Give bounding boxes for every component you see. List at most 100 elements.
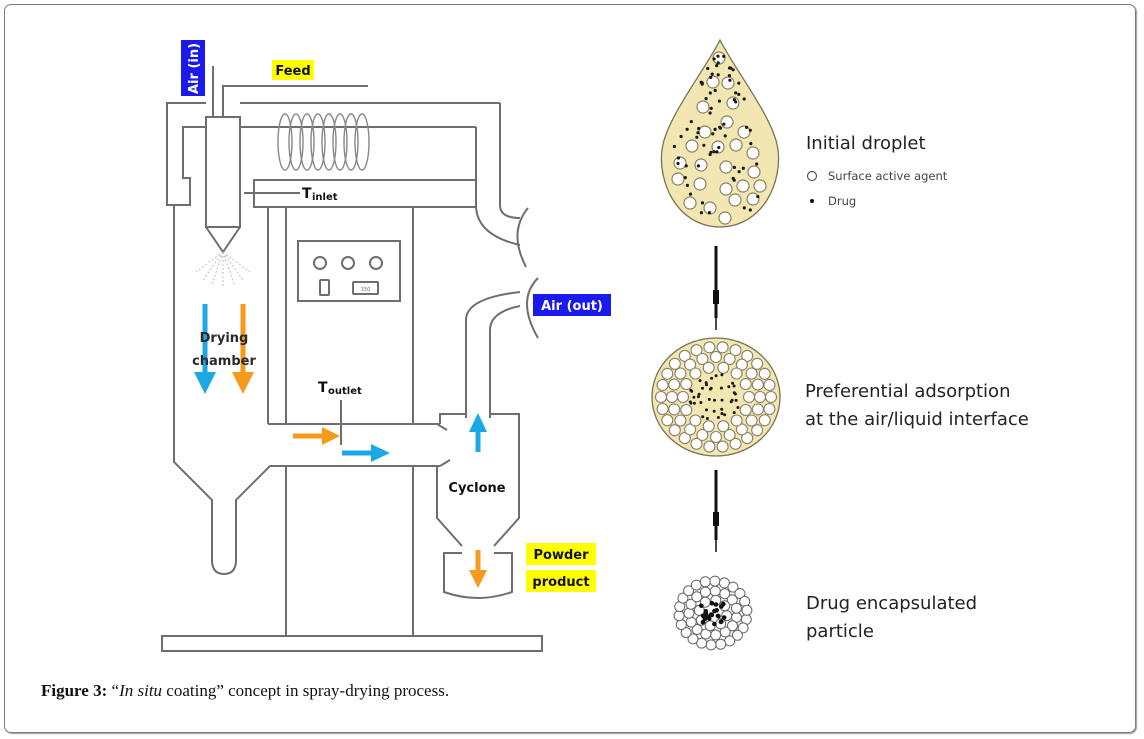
- drug-dot: [692, 401, 696, 405]
- stage-arrow-1: [713, 246, 719, 330]
- surface-agent-molecule: [673, 156, 687, 170]
- drug-dot: [716, 73, 720, 77]
- droplet-shape: [660, 38, 780, 228]
- surface-agent-molecule: [677, 592, 689, 604]
- surface-agent-molecule: [730, 367, 743, 380]
- surface-agent-molecule: [751, 378, 764, 391]
- drug-dot: [745, 125, 749, 129]
- surface-agent-molecule: [715, 638, 727, 650]
- drug-dot: [732, 98, 736, 102]
- drug-dot: [749, 142, 753, 146]
- drug-dot: [692, 395, 696, 399]
- stage-arrow-2: [713, 470, 719, 552]
- surface-agent-molecule: [696, 637, 708, 649]
- surface-agent-molecule: [728, 193, 742, 207]
- surface-agent-molecule: [696, 352, 709, 366]
- panel-display: [352, 281, 379, 295]
- drug-dot: [712, 150, 716, 154]
- surface-agent-molecule: [673, 610, 685, 622]
- drug-dot: [699, 603, 704, 609]
- surface-agent-molecule: [751, 403, 764, 416]
- drying-chamber-bottom: [211, 559, 237, 576]
- surface-agent-molecule: [734, 588, 746, 599]
- surface-agent-molecule: [696, 100, 710, 114]
- encapsulated-contents: [673, 575, 753, 651]
- surface-agent-molecule: [691, 591, 703, 603]
- drug-dot: [734, 100, 738, 104]
- control-panel: [297, 240, 401, 302]
- spray-dryer-apparatus: [161, 66, 543, 652]
- orange-arrow-down-powder: [469, 550, 487, 588]
- caption-text: coating” concept in spray-drying process…: [162, 681, 450, 700]
- surface-agent-molecule: [758, 414, 771, 427]
- surface-agent-molecule: [716, 341, 729, 354]
- surface-agent-molecule: [763, 378, 776, 392]
- drug-dot: [731, 176, 735, 180]
- drug-dot: [756, 195, 760, 199]
- initial-droplet-title: Initial droplet: [806, 133, 926, 154]
- drug-dot: [689, 120, 693, 124]
- surface-agent-molecule: [719, 182, 733, 196]
- drug-dot: [706, 66, 710, 71]
- surface-agent-molecule: [684, 423, 697, 436]
- drug-dot: [737, 81, 741, 85]
- initial-droplet: [660, 38, 780, 228]
- panel-knob: [341, 256, 355, 270]
- drug-dot: [734, 91, 738, 95]
- surface-agent-molecule: [723, 352, 736, 366]
- panel-knob: [313, 256, 327, 270]
- surface-agent-molecule: [687, 633, 699, 645]
- surface-agent-molecule: [746, 146, 760, 160]
- blue-arrow-down-drying: [194, 304, 216, 394]
- surface-agent-molecule: [665, 390, 679, 404]
- surface-agent-molecule: [729, 344, 742, 357]
- drug-dot: [700, 613, 706, 619]
- heater-outlet-bend-inner: [475, 204, 521, 246]
- drug-dot: [709, 75, 713, 79]
- drug-dot: [728, 78, 732, 82]
- drug-dot: [742, 97, 746, 101]
- drug-dot: [731, 381, 735, 385]
- surface-agent-molecule: [654, 390, 668, 404]
- drug-dot: [708, 612, 714, 617]
- surface-agent-molecule: [727, 581, 739, 593]
- surface-agent-molecule: [721, 76, 735, 90]
- drug-dot: [718, 619, 724, 625]
- drug-dot: [718, 125, 722, 129]
- surface-agent-molecule: [753, 390, 767, 404]
- svg-text:outlet: outlet: [328, 386, 362, 397]
- surface-agent-molecule: [683, 585, 695, 597]
- drug-dot: [698, 379, 702, 383]
- drug-dot: [696, 395, 700, 399]
- surface-agent-molecule: [689, 367, 702, 380]
- legend: Surface active agent Drug: [806, 169, 948, 208]
- surface-agent-molecule: [656, 378, 669, 392]
- drying-chamber-left-wall: [173, 205, 213, 560]
- drug-dot: [716, 54, 720, 58]
- legend-label-drug: Drug: [828, 194, 856, 208]
- svg-text:Powder: Powder: [533, 548, 589, 563]
- svg-text:T: T: [318, 380, 328, 396]
- cyclone-inlet-top: [439, 413, 466, 424]
- drug-dot: [703, 609, 709, 614]
- surface-agent-molecule: [699, 586, 711, 598]
- drug-dot: [701, 386, 704, 390]
- surface-agent-molecule: [731, 629, 743, 641]
- flow-arrows: [194, 304, 487, 588]
- drug-dot: [707, 211, 712, 215]
- drug-dot: [713, 602, 719, 607]
- surface-agent-molecule: [719, 588, 731, 600]
- surface-agent-molecule: [720, 115, 734, 129]
- surface-agent-molecule: [735, 423, 748, 436]
- surface-agent-molecule: [763, 402, 776, 416]
- svg-text:Drying: Drying: [200, 331, 249, 346]
- surface-agent-molecule: [703, 440, 716, 453]
- t-inlet-label: T inlet: [302, 186, 338, 203]
- drug-dot: [708, 152, 712, 157]
- surface-agent-molecule: [680, 377, 693, 391]
- surface-agent-molecule: [702, 361, 715, 374]
- drug-dot: [720, 373, 724, 377]
- surface-agent-molecule: [671, 172, 685, 186]
- surface-agent-molecule: [703, 341, 716, 354]
- drug-dot: [730, 398, 734, 402]
